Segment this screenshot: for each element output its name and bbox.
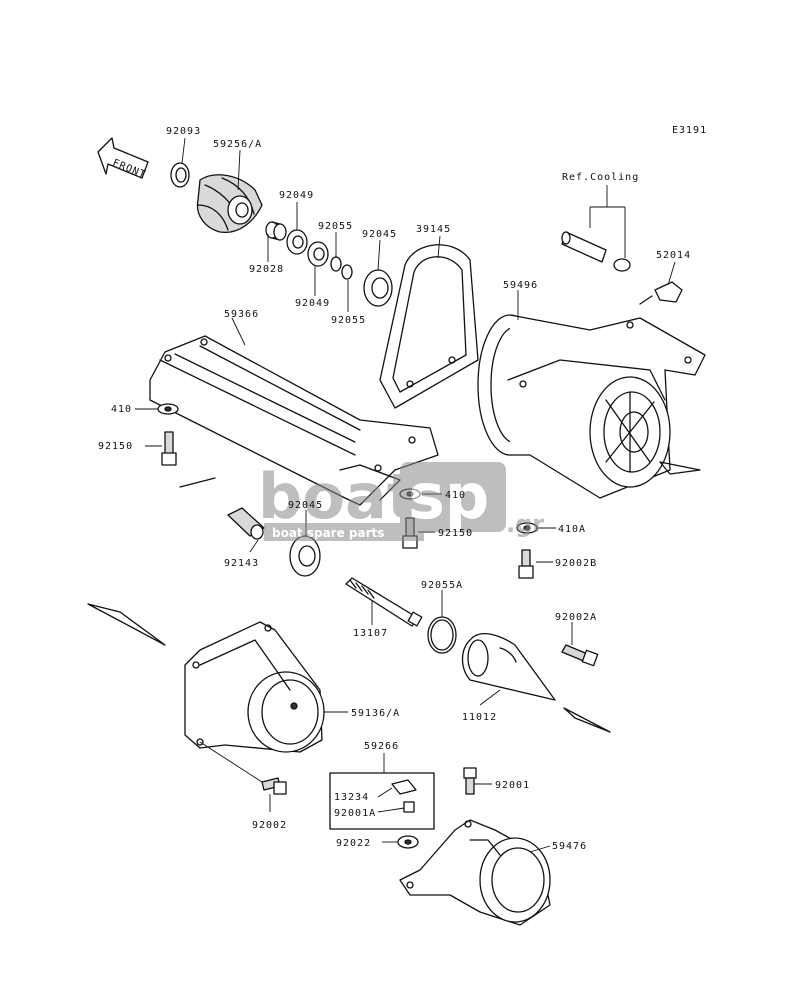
washer-410-a — [157, 403, 179, 415]
part-label-59476[interactable]: 59476 — [552, 841, 587, 852]
bearing-92045-a — [363, 269, 393, 307]
kit-59266-box — [329, 772, 435, 830]
pump-housing-59496 — [477, 314, 706, 499]
part-label-92001[interactable]: 92001 — [495, 780, 530, 791]
washer-92022 — [397, 835, 419, 849]
part-label-92049-top[interactable]: 92049 — [279, 190, 314, 201]
bolt-92001 — [463, 767, 477, 795]
direction-line — [179, 477, 216, 488]
oring-92055a — [427, 616, 457, 654]
part-label-59136a[interactable]: 59136/A — [351, 708, 400, 719]
nozzle-59136 — [184, 621, 325, 753]
part-label-39145[interactable]: 39145 — [416, 224, 451, 235]
part-label-92002b[interactable]: 92002B — [555, 558, 597, 569]
washer-92049-b — [307, 241, 329, 267]
part-label-92002[interactable]: 92002 — [252, 820, 287, 831]
arrow-left-icon — [87, 603, 166, 646]
diagram-code: E3191 — [672, 125, 707, 136]
bearing-92045-b — [289, 535, 321, 577]
part-label-410a[interactable]: 410A — [558, 524, 586, 535]
cap-11012 — [461, 633, 556, 701]
part-label-59266[interactable]: 59266 — [364, 741, 399, 752]
cooling-hose — [561, 231, 631, 272]
front-arrow-icon: FRONT — [97, 137, 149, 181]
part-label-92150-center[interactable]: 92150 — [438, 528, 473, 539]
watermark-tagline: boat spare parts — [272, 526, 384, 540]
part-label-92055-bottom[interactable]: 92055 — [331, 315, 366, 326]
watermark-brand-left: boat — [258, 460, 416, 533]
ref-cooling-label: Ref.Cooling — [562, 172, 639, 183]
seal-39145 — [379, 244, 479, 409]
part-label-92045-bottom[interactable]: 92045 — [288, 500, 323, 511]
part-label-92028[interactable]: 92028 — [249, 264, 284, 275]
part-label-92143[interactable]: 92143 — [224, 558, 259, 569]
base-59366 — [149, 335, 439, 506]
part-label-92045-top[interactable]: 92045 — [362, 229, 397, 240]
watermark-brand-right: sp — [408, 460, 489, 533]
collar-92028 — [265, 221, 287, 241]
part-label-92049-bottom[interactable]: 92049 — [295, 298, 330, 309]
leader-lines — [135, 137, 676, 853]
part-label-59496[interactable]: 59496 — [503, 280, 538, 291]
part-label-13107[interactable]: 13107 — [353, 628, 388, 639]
bolt-92002 — [261, 777, 287, 795]
bolt-92002a — [561, 644, 599, 667]
bushing-92093 — [170, 162, 190, 188]
part-label-92022[interactable]: 92022 — [336, 838, 371, 849]
shaft-13107 — [345, 577, 423, 627]
part-label-410-left[interactable]: 410 — [111, 404, 132, 415]
part-label-92002a[interactable]: 92002A — [555, 612, 597, 623]
part-label-13234[interactable]: 13234 — [334, 792, 369, 803]
impeller-59256 — [196, 174, 263, 233]
washer-92049-a — [286, 229, 308, 255]
part-label-11012[interactable]: 11012 — [462, 712, 497, 723]
steering-nozzle-59476 — [399, 819, 551, 926]
part-label-92055a[interactable]: 92055A — [421, 580, 463, 591]
bolt-92150-a — [161, 431, 177, 466]
watermark-suffix: .gr — [506, 510, 544, 538]
arrow-right-icon — [563, 707, 611, 733]
part-label-92093[interactable]: 92093 — [166, 126, 201, 137]
part-label-92055-top[interactable]: 92055 — [318, 221, 353, 232]
pipe-92143 — [227, 507, 265, 540]
part-label-92001a[interactable]: 92001A — [334, 808, 376, 819]
oring-92055-b — [341, 264, 353, 280]
watermark-logo: boat sp .gr boat spare parts — [258, 460, 544, 541]
part-label-59256a[interactable]: 59256/A — [213, 139, 262, 150]
part-label-410-center[interactable]: 410 — [445, 490, 466, 501]
fitting-52014 — [639, 281, 683, 305]
oring-92055-a — [330, 256, 342, 272]
bolt-92002b — [518, 549, 534, 579]
part-label-52014[interactable]: 52014 — [656, 250, 691, 261]
arrow-pump-icon — [659, 461, 701, 475]
part-label-59366[interactable]: 59366 — [224, 309, 259, 320]
part-label-92150-left[interactable]: 92150 — [98, 441, 133, 452]
